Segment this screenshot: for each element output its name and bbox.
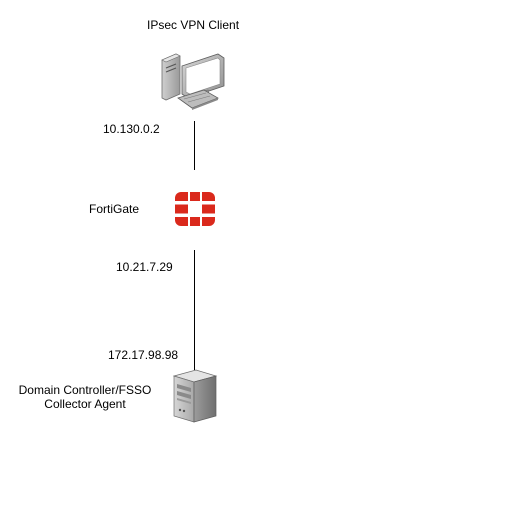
server-title-line1: Domain Controller/FSSO [18, 383, 152, 397]
server-ip-label: 172.17.98.98 [108, 348, 179, 362]
server-title: Domain Controller/FSSO Collector Agent [14, 383, 156, 411]
firewall-lan-ip-label: 10.21.7.29 [116, 260, 173, 274]
client-ip-label: 10.130.0.2 [103, 122, 160, 136]
tower-server-icon [170, 368, 220, 424]
firewall-title: FortiGate [89, 202, 140, 216]
server-title-line2: Collector Agent [44, 397, 126, 411]
fortinet-logo-icon [173, 192, 217, 226]
firewall-server-link [194, 250, 195, 370]
desktop-computer-icon [160, 50, 228, 112]
client-title: IPsec VPN Client [147, 18, 240, 32]
client-firewall-link [194, 121, 195, 170]
